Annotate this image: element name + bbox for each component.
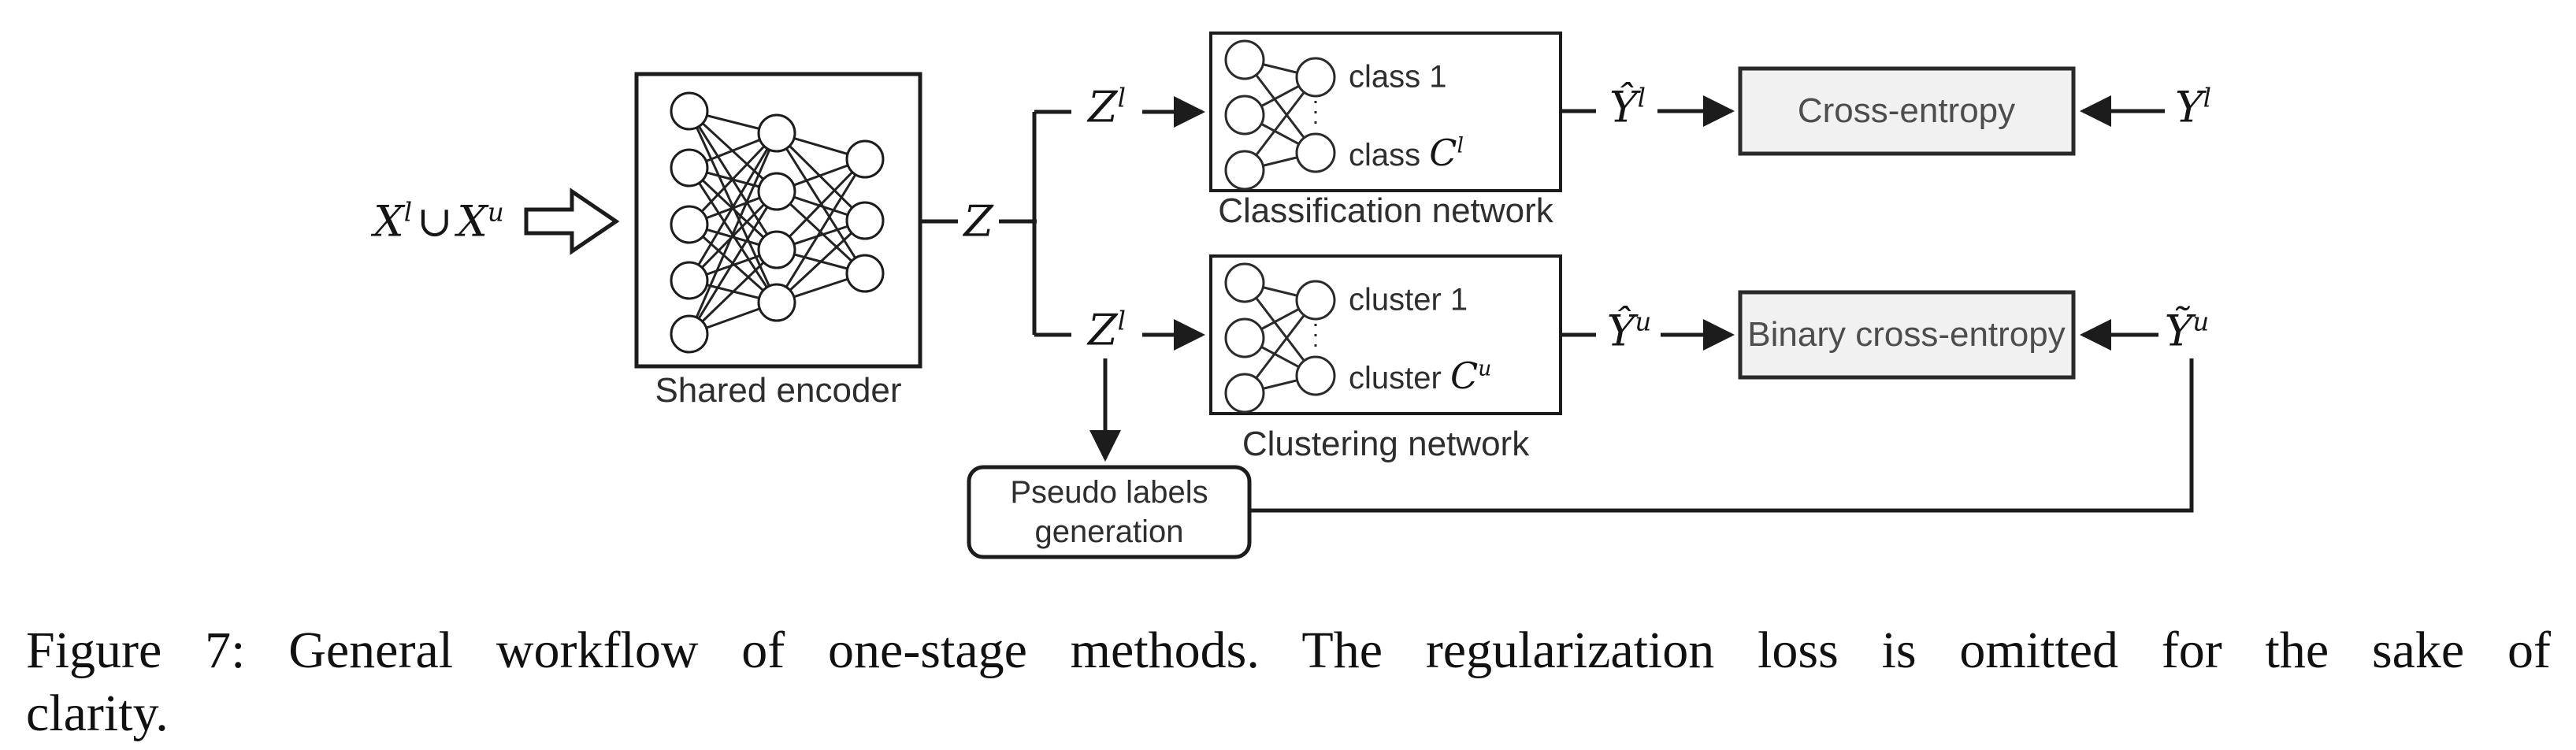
pseudo-labels-variable-label: Ỹu	[2164, 306, 2210, 356]
flow-lines	[920, 95, 2194, 513]
clustering-network-caption: Clustering network	[1242, 425, 1530, 463]
clustering-mini-net	[1224, 262, 1336, 414]
figure-caption-line2: clarity.	[26, 685, 169, 742]
cross-entropy-label: Cross-entropy	[1797, 91, 2016, 130]
pseudo-labels-box	[967, 465, 1252, 559]
pseudo-labels-box-label: Pseudo labels generation	[1010, 475, 1208, 549]
predicted-labeled-output-label: Ŷl	[1609, 82, 1646, 132]
binary-cross-entropy-label: Binary cross-entropy	[1747, 315, 2066, 354]
classification-network-caption: Classification network	[1218, 191, 1553, 230]
cluster-last-unit-label: cluster Cu	[1349, 355, 1492, 397]
class-first-unit-label: class 1	[1349, 59, 1447, 95]
class-last-unit-label: class Cl	[1349, 132, 1464, 174]
cross-entropy-box	[1738, 66, 2076, 156]
shared-encoder-caption: Shared encoder	[655, 371, 902, 410]
classification-mini-net	[1224, 39, 1336, 191]
binary-cross-entropy-box	[1738, 290, 2076, 380]
cluster-first-unit-label: cluster 1	[1349, 282, 1468, 317]
latent-variable-label: Z	[963, 196, 993, 247]
input-variable-label: Xl∪Xu	[373, 196, 504, 247]
true-labeled-output-label: Yl	[2174, 82, 2212, 132]
pseudo-feedback-line	[1251, 358, 2194, 513]
encoder-network-nodes	[670, 91, 885, 354]
branch-top-variable-label: Zl	[1088, 82, 1126, 132]
figure-caption: Figure 7: General workflow of one-stage …	[26, 619, 2551, 745]
branch-bottom-variable-label: Zl	[1088, 305, 1126, 355]
input-block-arrow-icon	[524, 188, 620, 255]
predicted-unlabeled-output-label: Ŷu	[1606, 306, 1652, 356]
figure-caption-line1: Figure 7: General workflow of one-stage …	[26, 622, 2551, 679]
